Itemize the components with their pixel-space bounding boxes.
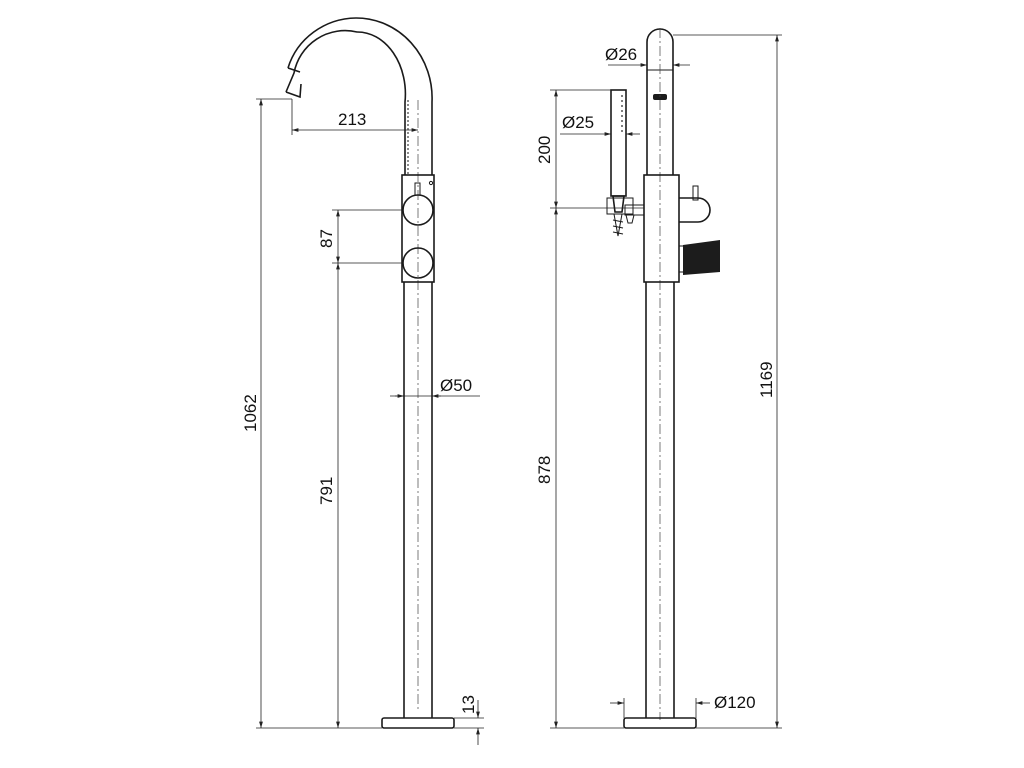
dim-body-diameter: Ø50 [390,376,480,398]
dim-spout-reach: 213 [291,99,418,135]
dim-spout-diameter: Ø26 [605,45,690,67]
dim-side-total-height-label: 1169 [757,361,776,398]
side-base [623,717,697,729]
handshower-spray-holes [621,95,623,132]
front-stem [403,282,433,718]
dim-handle-height-label: 791 [317,477,336,505]
side-handshower [606,89,634,237]
front-view: 213 87 Ø50 1062 791 [241,17,484,745]
dim-holder-height-label: 878 [535,456,554,484]
dim-handle-spacing: 87 [317,209,402,264]
front-spout [285,17,433,710]
dim-base-diameter-label: Ø120 [714,693,756,712]
dim-front-total-height: 1062 [241,98,382,729]
dim-spout-diameter-label: Ø26 [605,45,637,64]
dim-base-thickness: 13 [454,695,484,745]
side-stem [645,282,675,718]
front-valve-body [401,174,435,283]
dim-base-diameter: Ø120 [610,693,756,718]
dim-body-diameter-label: Ø50 [440,376,472,395]
dim-spout-reach-label: 213 [338,110,366,129]
dim-handle-height: 791 [317,263,340,728]
side-valve-body [624,174,720,283]
dim-handshower-diameter-label: Ø25 [562,113,594,132]
dim-handshower-length: 200 [535,89,644,209]
dim-holder-height: 878 [535,208,624,729]
side-spout [646,28,674,720]
dim-handle-spacing-label: 87 [317,229,336,248]
dim-front-total-height-label: 1062 [241,394,260,432]
dim-side-total-height: 1169 [673,34,782,729]
side-view: Ø26 Ø25 200 878 1169 [535,28,782,729]
dim-base-thickness-label: 13 [459,695,478,714]
dim-handshower-length-label: 200 [535,136,554,164]
dim-handshower-diameter: Ø25 [560,113,640,136]
front-base [381,717,455,729]
